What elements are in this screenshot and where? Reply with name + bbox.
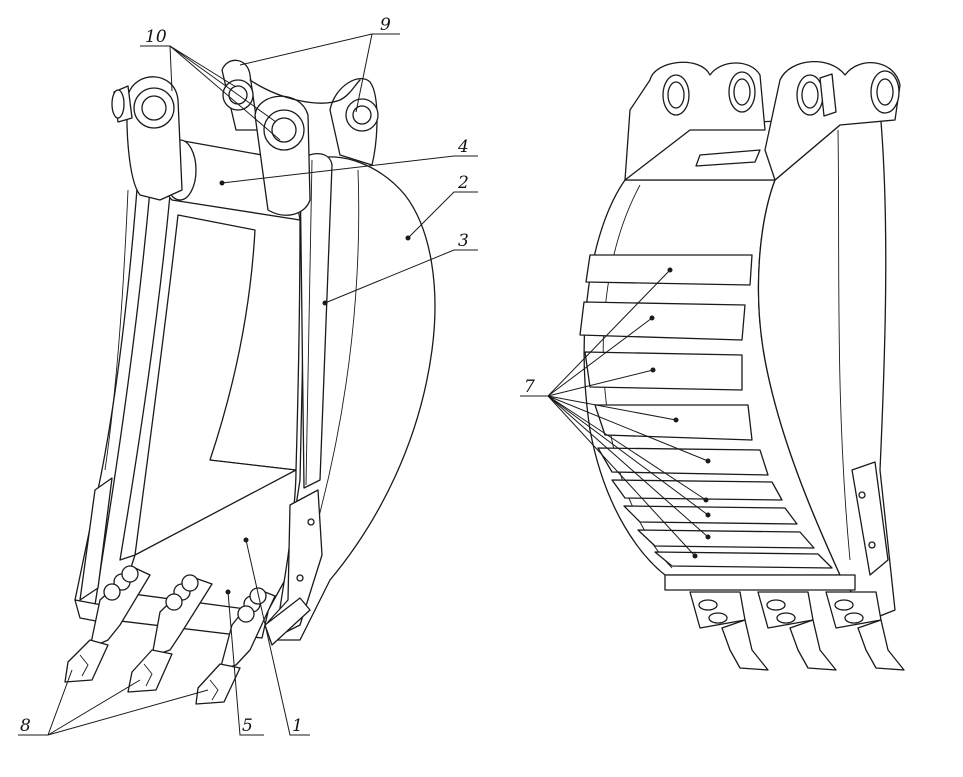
wear-strips — [579, 254, 833, 569]
left-tooth-1 — [64, 565, 151, 683]
left-tooth-2 — [127, 574, 213, 693]
callout-8: 8 — [20, 716, 31, 736]
right-tooth-1 — [689, 591, 769, 671]
callout-5: 5 — [242, 716, 253, 736]
callout-1: 1 — [292, 716, 303, 736]
left-tooth-3 — [195, 587, 276, 705]
left-bucket-view — [64, 59, 436, 705]
callout-3: 3 — [458, 231, 469, 251]
callout-labels: 10 9 4 2 3 8 5 1 7 — [20, 15, 535, 736]
left-leader-lines — [18, 33, 478, 736]
callout-2: 2 — [457, 173, 469, 193]
right-tooth-3 — [825, 591, 905, 671]
callout-7: 7 — [524, 377, 535, 397]
right-bucket-view — [579, 61, 905, 671]
callout-9: 9 — [380, 15, 391, 35]
callout-10: 10 — [145, 27, 167, 47]
right-tooth-2 — [757, 591, 837, 671]
right-leader-lines — [520, 269, 709, 557]
callout-4: 4 — [457, 137, 469, 157]
